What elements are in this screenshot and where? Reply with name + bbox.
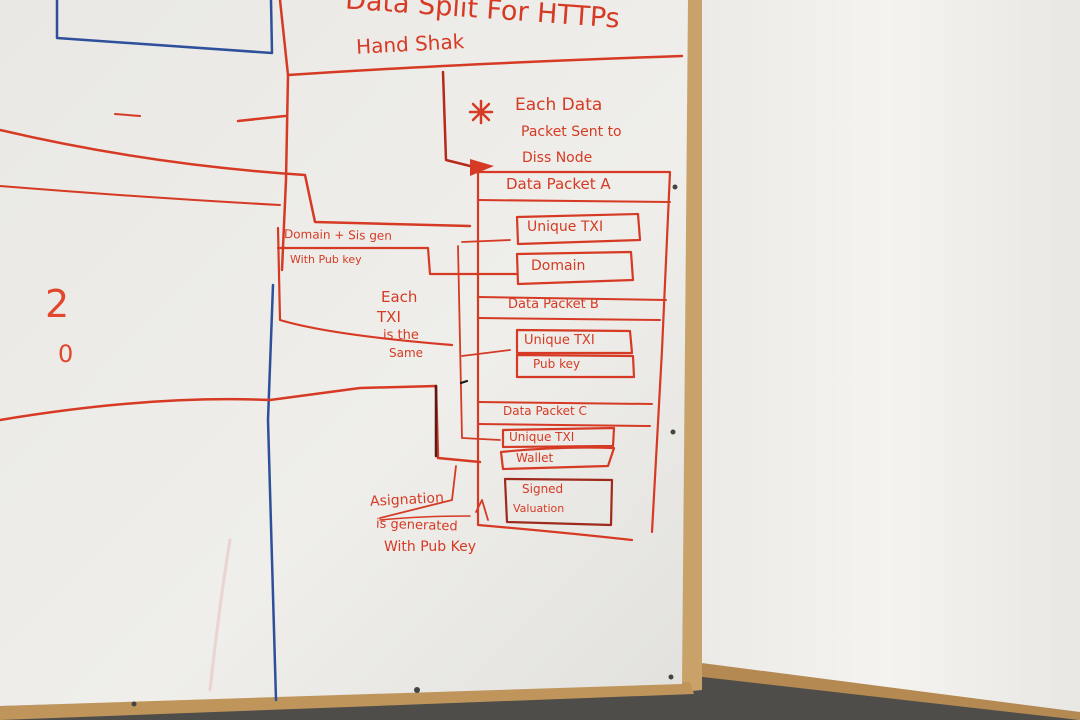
main-board — [0, 0, 688, 706]
packet-c-field-4: Valuation — [513, 502, 565, 515]
title-underline — [286, 54, 684, 77]
middle-label-1: Each — [381, 288, 418, 306]
bottom-label-3: With Pub Key — [384, 539, 477, 555]
left-label-1: Domain + Sis gen — [283, 227, 392, 243]
packet-b-field-2: Pub key — [533, 357, 581, 371]
packet-a-field-1: Unique TXI — [527, 219, 604, 235]
blue-vertical-line — [266, 283, 278, 702]
left-label-2: With Pub key — [290, 253, 362, 266]
packet-a-header: Data Packet A — [506, 175, 611, 193]
star-mark — [468, 99, 494, 125]
packet-a-field-box-2 — [515, 250, 635, 286]
packet-c-field-1: Unique TXI — [509, 430, 575, 444]
blue-box — [55, 0, 274, 55]
packet-b-field-1: Unique TXI — [524, 333, 595, 348]
middle-label-2: TXI — [377, 308, 401, 326]
packet-b-field-box-2 — [515, 353, 636, 379]
packet-c-field-3: Signed — [522, 482, 564, 496]
big-number-2: 0 — [58, 340, 74, 368]
packet-c-field-box-1 — [501, 426, 616, 449]
packet-c-header: Data Packet C — [503, 404, 587, 418]
middle-label-3: is the — [383, 328, 419, 343]
note-line-2: Packet Sent to — [521, 124, 622, 140]
note-line-1: Each Data — [515, 95, 603, 115]
note-line-3: Diss Node — [522, 150, 593, 166]
board-frame — [682, 0, 702, 692]
packet-c-field-box-3 — [503, 477, 614, 527]
packet-b-header: Data Packet B — [508, 297, 599, 312]
packet-c-field-box-2 — [499, 446, 616, 471]
middle-label-4: Same — [389, 346, 424, 360]
star-text: * — [470, 96, 471, 97]
packet-a-field-box-1 — [515, 212, 642, 246]
packet-a-field-2: Domain — [531, 258, 586, 274]
big-number-1: 2 — [45, 282, 70, 326]
packet-b-field-box-1 — [515, 328, 634, 355]
packet-c-field-2: Wallet — [516, 451, 554, 465]
right-board — [694, 0, 1080, 720]
bottom-label-2: is generated — [375, 516, 458, 535]
